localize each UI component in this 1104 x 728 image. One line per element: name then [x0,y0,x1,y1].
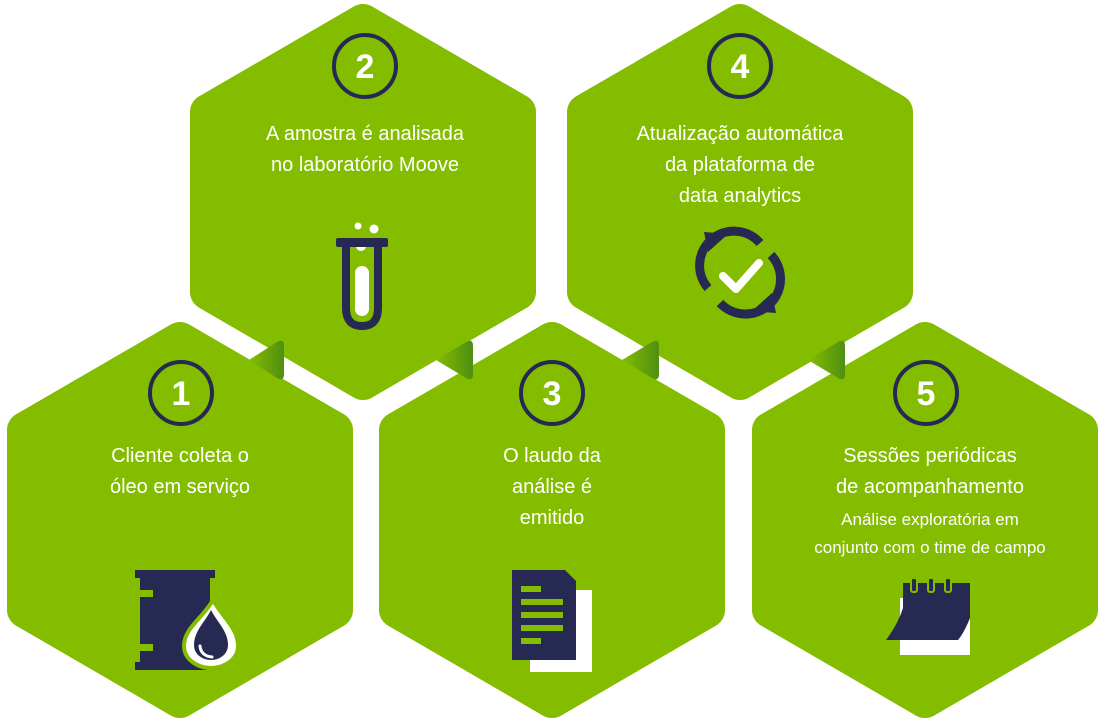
step-1-number: 1 [172,375,191,413]
step-2-number: 2 [356,48,375,86]
step-5-number-badge: 5 [893,360,959,426]
arrow-connector-icon [436,340,473,380]
step-3-hexagon [361,304,743,728]
step-1-hexagon [0,304,371,728]
calendar-icon [886,577,970,655]
arrow-connector-icon [808,340,845,380]
step-3-number: 3 [543,375,562,413]
step-5-number: 5 [917,375,936,413]
arrow-connector-icon [249,340,284,380]
step-5-title: Sessões periódicas de acompanhamento [836,445,1024,498]
step-3-title: O laudo da análise é emitido [503,445,601,529]
step-3-number-badge: 3 [519,360,585,426]
report-document-icon [512,570,592,672]
step-4-title: Atualização automática da plataforma de … [636,123,844,207]
arrow-connector-icon [622,340,659,380]
step-2-number-badge: 2 [332,33,398,99]
step-2-hexagon [190,4,536,400]
sync-check-icon [695,226,785,319]
step-5-hexagon [734,304,1104,728]
step-4-number-badge: 4 [707,33,773,99]
step-2-title: A amostra é analisada no laboratório Moo… [266,123,464,176]
test-tube-icon [336,222,388,331]
oil-barrel-drop-icon [135,570,241,671]
step-4-number: 4 [731,48,750,86]
step-5-subtitle: Análise exploratória em conjunto com o t… [814,510,1046,557]
step-4-hexagon [567,4,913,400]
step-1-title: Cliente coleta o óleo em serviço [109,445,251,498]
step-1-number-badge: 1 [148,360,214,426]
